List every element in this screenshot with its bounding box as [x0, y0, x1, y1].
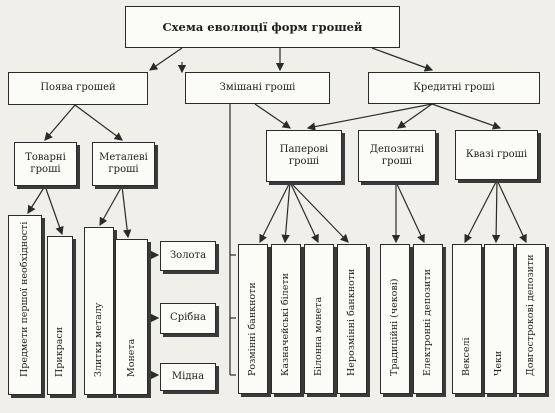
item-billon-coin: Білонна монета [304, 244, 334, 394]
coin-gold: Золота [160, 241, 216, 271]
item-first-necessity-label: Предмети першої необхідності [19, 221, 30, 377]
item-billon-coin-label: Білонна монета [313, 296, 324, 376]
sub-deposit: Депозитні гроші [358, 130, 436, 182]
coin-copper: Мідна [160, 363, 216, 391]
item-long-term-deposits: Довгострокові депозити [516, 244, 546, 394]
item-bills-of-exchange-label: Векселі [461, 337, 472, 376]
item-coin-label: Монета [125, 338, 137, 377]
item-bills-of-exchange: Векселі [452, 244, 482, 394]
diagram-title: Схема еволюції форм грошей [125, 6, 400, 48]
item-electronic-deposits-label: Електронні депозити [422, 269, 433, 376]
category-appearance: Поява грошей [8, 72, 148, 105]
item-metal-ingots: Злитки металу [84, 227, 114, 395]
item-first-necessity: Предмети першої необхідності [8, 215, 42, 395]
item-checks-label: Чеки [493, 350, 504, 376]
item-treasury-notes: Казначейські білети [271, 244, 301, 394]
item-checks: Чеки [484, 244, 514, 394]
item-jewelry-label: Прикраси [54, 326, 65, 377]
item-electronic-deposits: Електронні депозити [413, 244, 443, 394]
sub-quasi: Квазі гроші [455, 130, 538, 180]
sub-paper: Паперові гроші [266, 130, 342, 182]
item-treasury-notes-label: Казначейські білети [280, 273, 291, 376]
item-metal-ingots-label: Злитки металу [93, 302, 104, 377]
item-inconvertible-banknotes-label: Нерозмінні банкноти [346, 268, 357, 376]
category-credit: Кредитні гроші [368, 72, 540, 104]
category-mixed: Змішані гроші [185, 72, 330, 104]
item-traditional-check-label: Традиційні (чекові) [389, 278, 400, 377]
item-jewelry: Прикраси [47, 236, 73, 395]
item-exchangeable-banknotes: Розмінні банкноти [238, 244, 268, 394]
item-exchangeable-banknotes-label: Розмінні банкноти [247, 282, 258, 376]
item-coin: Монета [115, 239, 148, 395]
item-traditional-check: Традиційні (чекові) [380, 244, 410, 394]
coin-silver: Срібна [160, 303, 216, 334]
item-inconvertible-banknotes: Нерозмінні банкноти [337, 244, 367, 394]
sub-metal: Металеві гроші [92, 142, 155, 186]
item-long-term-deposits-label: Довгострокові депозити [525, 254, 536, 376]
sub-commodity: Товарні гроші [14, 142, 77, 186]
